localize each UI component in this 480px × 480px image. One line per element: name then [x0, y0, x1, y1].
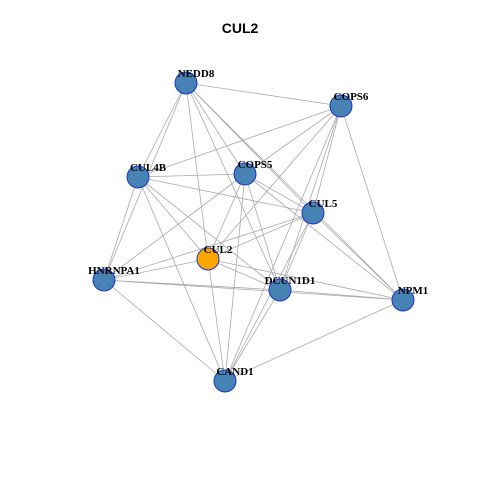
edge-cul2-cand1 — [207, 258, 226, 382]
node-circle-cand1[interactable] — [213, 369, 237, 393]
edge-cops6-npm1 — [340, 105, 404, 301]
node-label-cul4b: CUL4B — [130, 162, 167, 174]
edge-cops5-cul5 — [244, 173, 314, 214]
edge-nedd8-cops5 — [185, 82, 246, 175]
edge-cul5-cand1 — [224, 212, 314, 382]
node-circle-cops6[interactable] — [329, 94, 353, 118]
node-label-cops5: COPS5 — [238, 159, 273, 171]
edge-cul4b-dcun1d1 — [137, 176, 281, 291]
edge-cops6-cul2 — [207, 105, 342, 260]
edge-cops6-cul5 — [312, 105, 342, 214]
edge-cul5-cul2 — [207, 212, 314, 260]
diagram-title: CUL2 — [221, 20, 259, 36]
node-label-cul5: CUL5 — [309, 198, 338, 210]
node-circle-nedd8[interactable] — [174, 71, 198, 95]
node-circle-cops5[interactable] — [233, 162, 257, 186]
node-label-cops6: COPS6 — [334, 91, 369, 103]
edge-cul4b-cops5 — [137, 173, 246, 178]
edge-cops5-npm1 — [244, 173, 404, 301]
node-label-npm1: NPM1 — [398, 285, 429, 297]
edge-cul2-hnrnpa1 — [103, 258, 209, 281]
node-nedd8[interactable]: NEDD8 — [174, 68, 215, 95]
node-cops5[interactable]: COPS5 — [233, 159, 273, 186]
node-dcun1d1[interactable]: DCUN1D1 — [265, 275, 316, 302]
edge-cops5-hnrnpa1 — [103, 173, 246, 281]
edge-nedd8-npm1 — [185, 82, 404, 301]
edges-layer — [103, 82, 404, 382]
edge-dcun1d1-cand1 — [224, 289, 281, 382]
edge-nedd8-cul4b — [137, 82, 187, 178]
edge-cops5-dcun1d1 — [244, 173, 281, 291]
node-cul2[interactable]: CUL2 — [196, 244, 233, 271]
edge-cul4b-cand1 — [137, 176, 226, 382]
edge-cul4b-cul2 — [137, 176, 209, 260]
edge-cul5-hnrnpa1 — [103, 212, 314, 281]
edge-cul2-npm1 — [207, 258, 404, 301]
edge-cul4b-cul5 — [137, 176, 314, 214]
node-hnrnpa1[interactable]: HNRNPA1 — [88, 265, 140, 292]
edge-hnrnpa1-npm1 — [103, 279, 404, 301]
edge-cops6-cops5 — [244, 105, 342, 175]
node-label-nedd8: NEDD8 — [178, 68, 215, 80]
edge-cul4b-hnrnpa1 — [103, 176, 139, 281]
edge-cul2-dcun1d1 — [207, 258, 281, 291]
edge-cops6-cand1 — [224, 105, 342, 382]
edge-nedd8-dcun1d1 — [185, 82, 281, 291]
node-circle-cul4b[interactable] — [126, 165, 150, 189]
node-label-cand1: CAND1 — [216, 366, 253, 378]
node-circle-cul2[interactable] — [196, 247, 220, 271]
edge-nedd8-cops6 — [185, 82, 342, 107]
node-circle-hnrnpa1[interactable] — [92, 268, 116, 292]
node-circle-dcun1d1[interactable] — [268, 278, 292, 302]
edge-nedd8-cul2 — [185, 82, 209, 260]
node-cul4b[interactable]: CUL4B — [126, 162, 167, 189]
edge-cul5-npm1 — [312, 212, 404, 301]
node-label-dcun1d1: DCUN1D1 — [265, 275, 316, 287]
node-cand1[interactable]: CAND1 — [213, 366, 254, 393]
edge-cops5-cand1 — [224, 173, 246, 382]
node-cops6[interactable]: COPS6 — [329, 91, 369, 118]
node-npm1[interactable]: NPM1 — [391, 285, 429, 312]
edge-npm1-cand1 — [224, 299, 404, 382]
node-label-hnrnpa1: HNRNPA1 — [88, 265, 140, 277]
node-label-cul2: CUL2 — [204, 244, 233, 256]
node-cul5[interactable]: CUL5 — [301, 198, 338, 225]
edge-hnrnpa1-cand1 — [103, 279, 226, 382]
edge-cul5-dcun1d1 — [279, 212, 314, 291]
node-circle-cul5[interactable] — [301, 201, 325, 225]
edge-cops6-dcun1d1 — [279, 105, 342, 291]
node-circle-npm1[interactable] — [391, 288, 415, 312]
edge-cops6-cul4b — [137, 105, 342, 178]
edge-dcun1d1-npm1 — [279, 289, 404, 301]
